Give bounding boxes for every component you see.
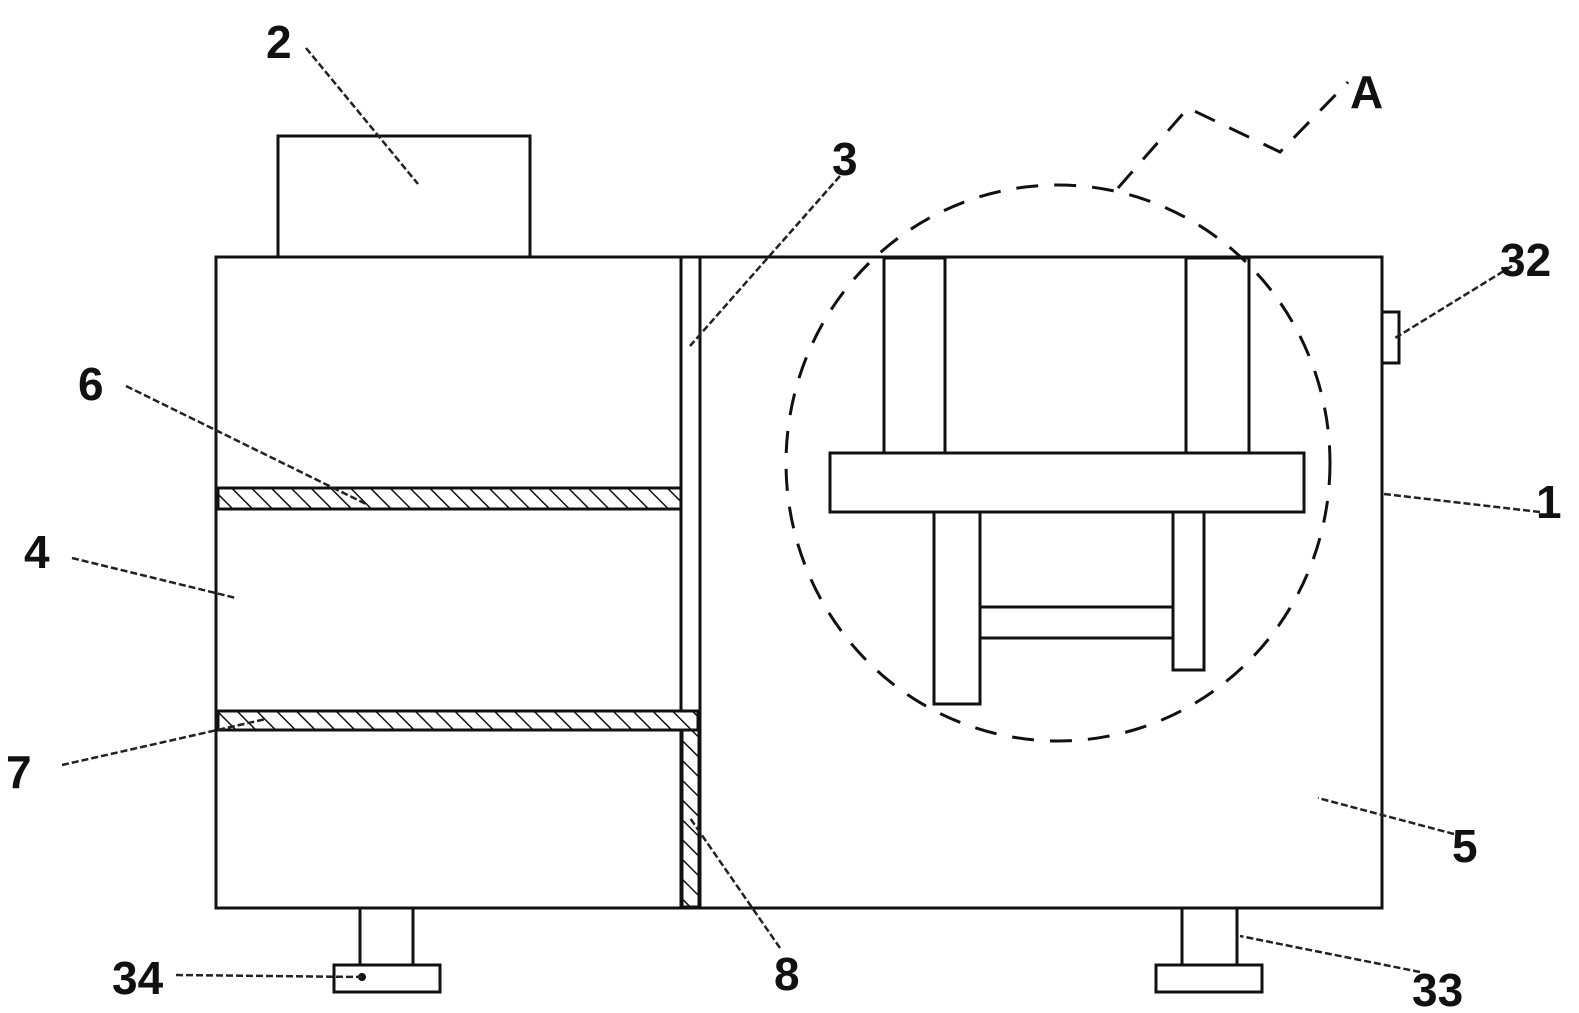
leader-7 — [61, 717, 267, 767]
crossbar — [828, 451, 1306, 514]
lower-rung — [978, 605, 1175, 640]
leader-6 — [125, 384, 367, 506]
label-6: 6 — [78, 358, 104, 410]
lower-leg-left — [932, 510, 982, 706]
hatched-strip-8 — [680, 728, 701, 909]
foot-left-leg — [358, 906, 415, 967]
leader-2 — [305, 47, 419, 185]
label-7: 7 — [6, 746, 32, 798]
detail-circle-a — [784, 183, 1332, 743]
upper-post-right — [1184, 256, 1251, 455]
foot-left-pad — [332, 963, 442, 994]
upper-post-left — [882, 256, 947, 455]
leader-4 — [71, 556, 237, 600]
label-34: 34 — [112, 952, 164, 1004]
hatched-plate-7 — [216, 709, 700, 732]
foot-right-pad — [1154, 963, 1264, 994]
leader-1 — [1383, 492, 1541, 514]
foot-right-leg — [1180, 906, 1239, 967]
hatched-plate-6 — [216, 486, 683, 511]
label-5: 5 — [1452, 820, 1478, 872]
label-33: 33 — [1412, 964, 1463, 1013]
main-housing — [214, 255, 1384, 910]
detail-leader-a — [1116, 80, 1350, 189]
leader-8 — [688, 817, 782, 949]
leader-34 — [175, 973, 363, 979]
label-8: 8 — [774, 948, 800, 1000]
leader-33 — [1239, 934, 1421, 974]
lower-leg-right — [1171, 510, 1206, 672]
label-3: 3 — [832, 133, 858, 185]
leader-3 — [689, 175, 841, 347]
leader-5 — [1317, 796, 1455, 836]
leader-32 — [1394, 264, 1513, 340]
side-button — [1380, 310, 1401, 365]
label-32: 32 — [1500, 234, 1551, 286]
label-1: 1 — [1536, 476, 1562, 528]
label-4: 4 — [24, 526, 50, 578]
label-2: 2 — [266, 16, 292, 68]
top-box — [276, 134, 532, 259]
label-a: A — [1350, 66, 1383, 118]
